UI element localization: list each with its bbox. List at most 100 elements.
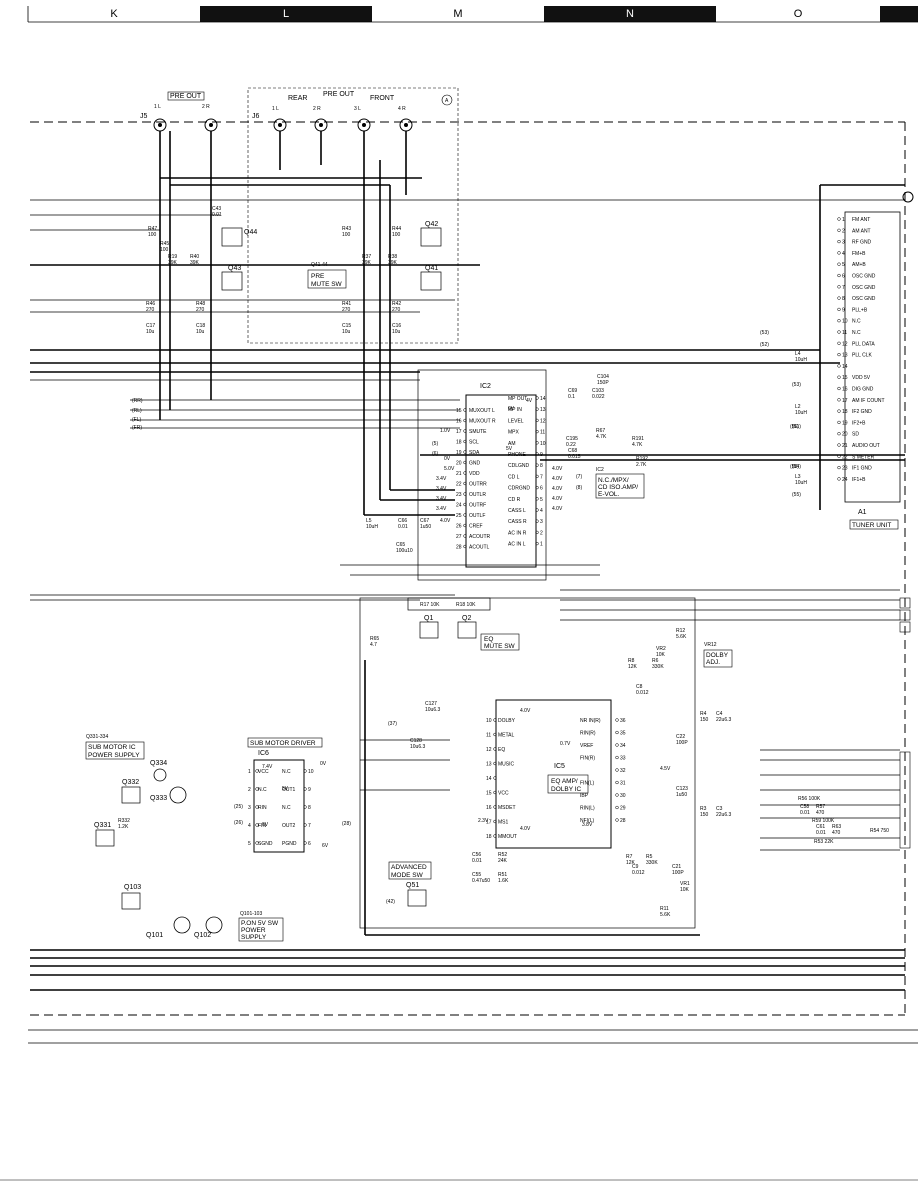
voltage-reading: 5V (282, 786, 289, 792)
svg-text:2 R: 2 R (202, 104, 210, 110)
ic2-pin-name-14: MP OUT (508, 396, 527, 402)
component-value-r41: 270 (342, 307, 351, 313)
secondary-wiring (30, 199, 905, 851)
edge-ref-53: (53) (760, 330, 769, 336)
ic2-pin-dot (463, 544, 467, 549)
ic2-pin-5: 5 (540, 497, 543, 503)
voltage-reading: 0V (508, 406, 515, 412)
component-value-r67: 4.7K (596, 434, 607, 440)
tuner-pin-dot (837, 296, 841, 300)
edge-ref-56: (56) (790, 424, 799, 430)
tuner-pin-dot (837, 273, 841, 278)
edge-ref-rl: (RL) (132, 408, 142, 414)
tuner-pin-dot (837, 330, 841, 334)
svg-text:R54 750: R54 750 (870, 828, 889, 834)
component-value-r6: 330K (652, 664, 664, 670)
component-ref-c123: C123 (676, 786, 688, 792)
ic6-pin-name-9: OUT1 (282, 787, 296, 793)
tuner-pin-10: 10 (842, 319, 848, 325)
ic6-pin-dot (255, 823, 259, 827)
component-value-c66: 0.01 (398, 524, 408, 530)
svg-text:1 L: 1 L (272, 106, 279, 112)
tuner-pin-dot (837, 319, 841, 323)
tuner-pin-5: 5 (842, 262, 845, 268)
component-value-r11: 5.6K (660, 912, 671, 918)
ic6-pin-dot (303, 841, 307, 845)
tuner-pin-name-22: S METER (852, 454, 875, 460)
ic5-pin-dot (615, 743, 619, 747)
ic6-pin-1: 1 (248, 769, 251, 775)
svg-text:Q101-103: Q101-103 (240, 911, 262, 917)
component-ref-c195: C195 (566, 436, 578, 442)
component-value-c18: 10u (196, 329, 205, 335)
svg-text:Q103: Q103 (124, 884, 141, 891)
ic5-pin-dot (615, 793, 619, 797)
component-ref-c68: C68 (568, 448, 577, 454)
ic2-pin-dot (463, 513, 467, 517)
ic6-pin-dot (303, 805, 307, 809)
ic2-pin-23: 23 (456, 492, 462, 498)
ic2-pin-dot (535, 541, 539, 546)
ic2-pin-dot (463, 439, 467, 444)
component-ref-c65: C65 (396, 542, 405, 548)
voltage-reading: 4.0V (440, 518, 451, 524)
ic5-pin-name-12: EQ (498, 747, 505, 753)
ic2-pin-name-7: CD L (508, 474, 520, 480)
ic2-pin-10: 10 (540, 441, 546, 447)
component-value-l2: 10uH (795, 410, 807, 416)
ic5-pin-dot (493, 732, 497, 737)
svg-text:Q2: Q2 (462, 615, 471, 622)
component-ref-r8: R8 (628, 658, 635, 664)
ic2-pin-20: 20 (456, 461, 462, 467)
grid-cell-n: N (544, 6, 716, 22)
tuner-pin-name-3: RF GND (852, 240, 872, 246)
voltage-reading: 0V (444, 456, 451, 462)
ic2-pin-name-22: OUTRR (469, 482, 487, 488)
ic2-pin-name-5: CD R (508, 497, 521, 503)
ic2-pin-dot (535, 418, 539, 423)
component-value-r37: 39K (362, 260, 372, 266)
svg-text:Q331-334: Q331-334 (86, 734, 108, 740)
component-ref-c128: C128 (410, 738, 422, 744)
tuner-pin-name-11: N.C (852, 330, 861, 336)
edge-ref-rr: (RR) (132, 398, 143, 404)
edge-ref-55: (55) (792, 492, 801, 498)
component-value-l5: 10uH (366, 524, 378, 530)
component-ref-c67: C67 (420, 518, 429, 524)
ic2-pin-3: 3 (540, 519, 543, 525)
tuner-pin-dot (837, 285, 841, 289)
component-value-c3: 22u6.3 (716, 812, 732, 818)
component-ref-c8: C8 (636, 684, 643, 690)
svg-text:Q102: Q102 (194, 932, 211, 939)
voltage-reading: 3.4V (436, 506, 447, 512)
ic5-pin-13: 13 (486, 762, 492, 768)
component-value-r63: 470 (832, 830, 841, 836)
tuner-pin-20: 20 (842, 432, 848, 438)
edge-ref-fl: (FL) (132, 417, 142, 423)
svg-text:TUNER UNIT: TUNER UNIT (852, 522, 891, 529)
component-ref-r4: R4 (700, 711, 707, 717)
svg-text:Q41: Q41 (425, 265, 438, 272)
edge-ref-5: (5) (432, 441, 438, 447)
component-ref-r12: R12 (676, 628, 685, 634)
component-value-vr2: 10K (656, 652, 666, 658)
voltage-reading: 4.0V (552, 506, 563, 512)
component-value-c56: 0.01 (472, 858, 482, 864)
ic6-pin-9: 9 (308, 787, 311, 793)
tuner-pin-name-24: IF1+B (852, 477, 866, 483)
component-value-vr1: 10K (680, 887, 690, 893)
ic5-pin-dot (615, 730, 619, 735)
tuner-pin-dot (837, 398, 841, 402)
ic2-pin-dot (463, 534, 467, 538)
component-value-r48: 270 (196, 307, 205, 313)
ic2-pin-16: 16 (456, 419, 462, 425)
component-value-r51: 1.6K (498, 878, 509, 884)
voltage-reading: 0.7V (560, 741, 571, 747)
ic5-pin-name-18: MMOUT (498, 834, 517, 840)
ic2-pin-8: 8 (540, 463, 543, 469)
advanced-mode-switch: ADVANCED MODE SW Q51 (388, 861, 432, 907)
voltage-reading: 0V (262, 822, 269, 828)
ic2-pin-dot (535, 441, 539, 445)
ic5-pin-name-35: RIN(R) (580, 731, 596, 737)
